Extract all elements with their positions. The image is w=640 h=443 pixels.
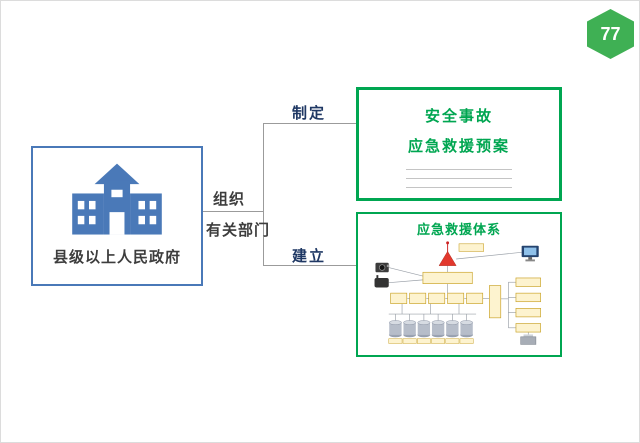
plan-title-line2: 应急救援预案 xyxy=(407,138,510,155)
departments-label: 有关部门 xyxy=(206,222,271,239)
government-label: 县级以上人民政府 xyxy=(52,249,181,266)
connector-line-vertical xyxy=(263,123,264,266)
government-building-icon xyxy=(72,163,162,235)
blank-line xyxy=(406,178,512,179)
organize-label: 组织 xyxy=(213,191,246,208)
government-box: 县级以上人民政府 xyxy=(31,146,203,286)
emergency-system-diagram xyxy=(374,241,541,345)
system-box: 应急救援体系 xyxy=(356,212,562,357)
connector-line-top xyxy=(263,123,356,124)
establish-label: 建立 xyxy=(292,248,327,265)
connector-line-mid xyxy=(203,211,263,212)
page-number-badge: 77 xyxy=(587,9,634,59)
blank-line xyxy=(406,169,512,170)
plan-title-line1: 安全事故 xyxy=(424,108,493,125)
page-number: 77 xyxy=(600,23,621,44)
connector-line-bottom xyxy=(263,265,356,266)
plan-box: 安全事故 应急救援预案 xyxy=(356,87,562,201)
system-title: 应急救援体系 xyxy=(416,222,501,237)
formulate-label: 制定 xyxy=(292,105,327,122)
blank-line xyxy=(406,187,512,188)
